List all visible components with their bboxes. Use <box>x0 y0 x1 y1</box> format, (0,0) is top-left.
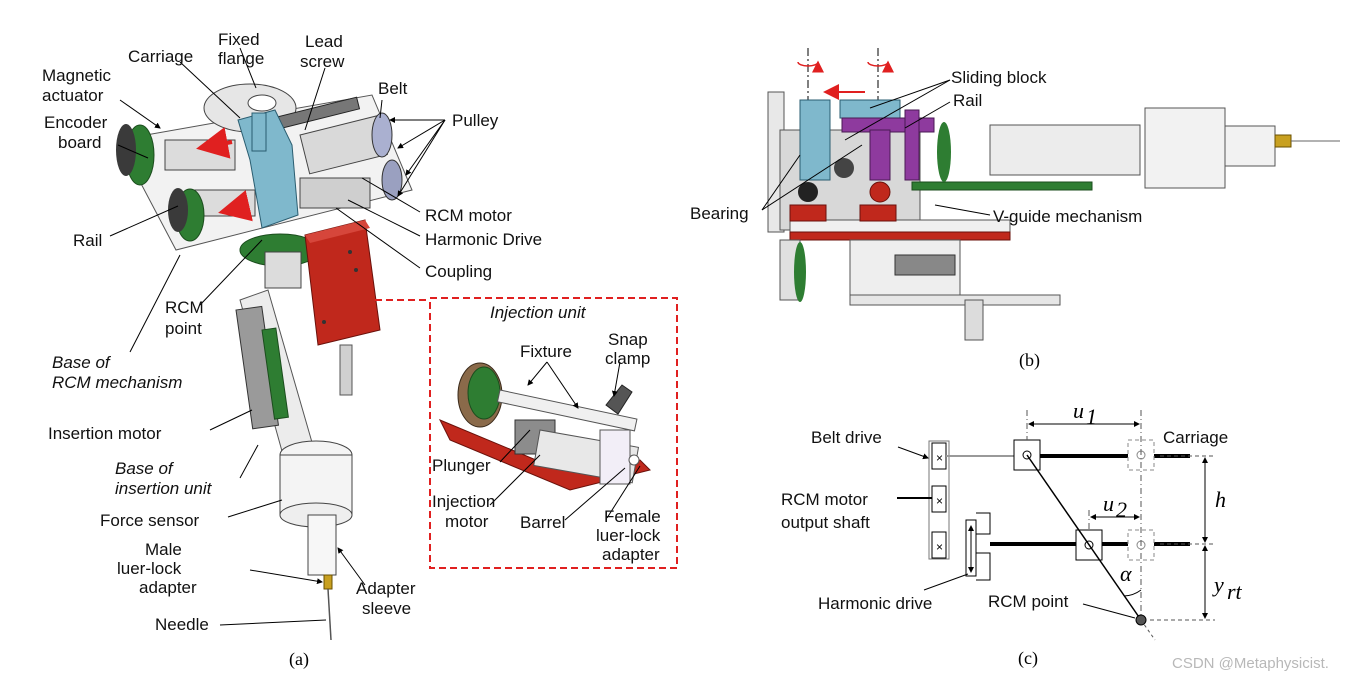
svg-text:Injection: Injection <box>432 492 495 511</box>
svg-text:flange: flange <box>218 49 264 68</box>
svg-text:board: board <box>58 133 101 152</box>
svg-text:×: × <box>936 451 943 465</box>
svg-text:×: × <box>936 494 943 508</box>
svg-text:Rail: Rail <box>73 231 102 250</box>
panel-b-illustration <box>767 48 1340 341</box>
svg-text:Plunger: Plunger <box>432 456 491 475</box>
svg-text:actuator: actuator <box>42 86 104 105</box>
svg-text:luer-lock: luer-lock <box>596 526 661 545</box>
svg-text:Carriage: Carriage <box>1163 428 1228 447</box>
svg-text:output shaft: output shaft <box>781 513 870 532</box>
svg-text:Magnetic: Magnetic <box>42 66 111 85</box>
svg-text:adapter: adapter <box>139 578 197 597</box>
svg-text:h: h <box>1215 487 1226 512</box>
panel-a-labels: Magnetic actuator Carriage Fixed flange … <box>42 30 661 670</box>
svg-text:Barrel: Barrel <box>520 513 565 532</box>
svg-text:α: α <box>1120 561 1132 586</box>
svg-text:Force sensor: Force sensor <box>100 511 200 530</box>
svg-text:luer-lock: luer-lock <box>117 559 182 578</box>
svg-text:RCM point: RCM point <box>988 592 1069 611</box>
panel-b-labels: Sliding block Rail Bearing V-guide mecha… <box>690 68 1142 371</box>
svg-text:Encoder: Encoder <box>44 113 108 132</box>
svg-text:(b): (b) <box>1019 350 1040 371</box>
svg-text:y: y <box>1212 572 1224 597</box>
svg-text:Pulley: Pulley <box>452 111 499 130</box>
svg-text:Coupling: Coupling <box>425 262 492 281</box>
panel-a-illustration <box>116 83 413 641</box>
svg-text:u: u <box>1073 398 1084 423</box>
svg-text:Harmonic Drive: Harmonic Drive <box>425 230 542 249</box>
svg-text:Needle: Needle <box>155 615 209 634</box>
svg-text:RCM motor: RCM motor <box>425 206 512 225</box>
svg-text:sleeve: sleeve <box>362 599 411 618</box>
svg-text:Harmonic drive: Harmonic drive <box>818 594 932 613</box>
svg-text:RCM: RCM <box>165 298 204 317</box>
svg-text:Female: Female <box>604 507 661 526</box>
svg-text:Belt: Belt <box>378 79 408 98</box>
injection-unit-inset <box>375 297 678 569</box>
svg-text:×: × <box>936 540 943 554</box>
panel-c-labels: Belt drive Carriage RCM motor output sha… <box>781 398 1243 669</box>
svg-text:Snap: Snap <box>608 330 648 349</box>
svg-text:Fixed: Fixed <box>218 30 260 49</box>
panel-a-leaders <box>109 47 446 626</box>
svg-text:Male: Male <box>145 540 182 559</box>
svg-text:2: 2 <box>1116 497 1127 522</box>
svg-text:Belt drive: Belt drive <box>811 428 882 447</box>
svg-text:rt: rt <box>1227 579 1243 604</box>
svg-text:adapter: adapter <box>602 545 660 564</box>
svg-text:V-guide mechanism: V-guide mechanism <box>993 207 1142 226</box>
svg-text:RCM motor: RCM motor <box>781 490 868 509</box>
svg-text:clamp: clamp <box>605 349 650 368</box>
watermark: CSDN @Metaphysicist. <box>1172 655 1329 672</box>
svg-text:Insertion motor: Insertion motor <box>48 424 162 443</box>
svg-text:Bearing: Bearing <box>690 204 749 223</box>
inset-leaders <box>489 361 641 521</box>
svg-text:insertion unit: insertion unit <box>115 479 213 498</box>
svg-text:(c): (c) <box>1018 648 1038 669</box>
svg-text:1: 1 <box>1086 404 1097 429</box>
svg-text:(a): (a) <box>289 649 309 670</box>
svg-text:Base of: Base of <box>52 353 112 372</box>
svg-text:u: u <box>1103 491 1114 516</box>
svg-text:Adapter: Adapter <box>356 579 416 598</box>
panel-b-leaders <box>761 79 991 216</box>
svg-text:RCM mechanism: RCM mechanism <box>52 373 182 392</box>
svg-text:Lead: Lead <box>305 32 343 51</box>
svg-text:Sliding block: Sliding block <box>951 68 1047 87</box>
svg-text:Base of: Base of <box>115 459 175 478</box>
panel-c-schematic: × × × <box>897 410 1215 641</box>
svg-text:motor: motor <box>445 512 489 531</box>
svg-text:screw: screw <box>300 52 345 71</box>
svg-text:point: point <box>165 319 202 338</box>
svg-text:Rail: Rail <box>953 91 982 110</box>
svg-text:Carriage: Carriage <box>128 47 193 66</box>
svg-text:Fixture: Fixture <box>520 342 572 361</box>
svg-text:Injection unit: Injection unit <box>490 303 587 322</box>
